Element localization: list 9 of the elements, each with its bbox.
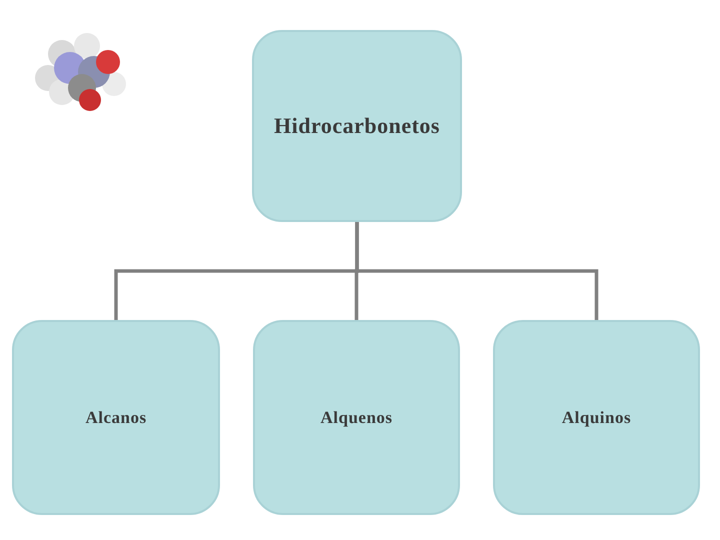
node-label: Alquenos — [320, 408, 393, 428]
node-label: Alquinos — [562, 408, 632, 428]
connector-line — [355, 222, 598, 320]
rounded-box — [253, 320, 460, 515]
node-label: Alcanos — [85, 408, 147, 428]
node-label: Hidrocarbonetos — [274, 113, 440, 139]
rounded-box — [252, 30, 462, 222]
rounded-box — [493, 320, 700, 515]
rounded-box — [12, 320, 220, 515]
